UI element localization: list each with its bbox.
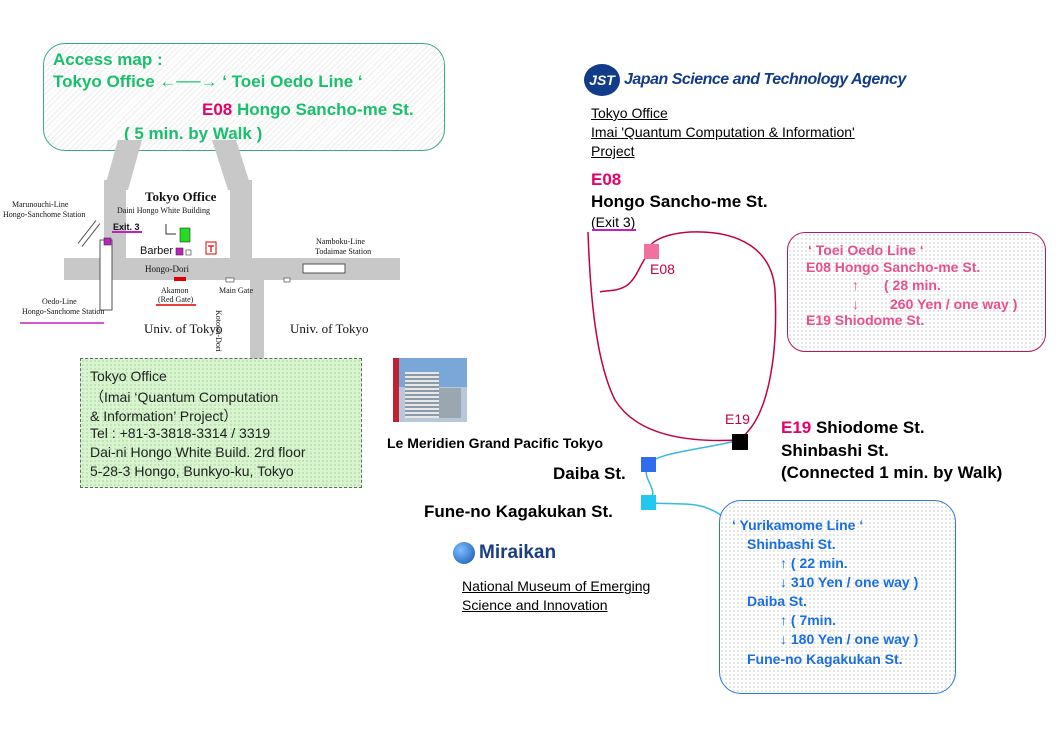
jst-office: Tokyo Office — [591, 105, 668, 121]
hotel-building — [405, 372, 439, 418]
jst-project-line1: Imai 'Quantum Computation & Information' — [591, 124, 855, 140]
office-line: & Information’ Project） — [90, 408, 238, 424]
yuri-info-title: ‘ Yurikamome Line ‘ — [732, 517, 864, 533]
map-marunouchi-line: Marunouchi-Line — [12, 200, 69, 209]
e19-station-marker — [732, 434, 748, 450]
access-map-callout: Access map : Tokyo Office ←──→ ‘ Toei Oe… — [43, 43, 445, 151]
hotel-name: Le Meridien Grand Pacific Tokyo — [387, 435, 604, 451]
miraikan-name-line1: National Museum of Emerging — [462, 578, 651, 594]
small-gate-marker — [283, 277, 291, 283]
e19-station: E19 Shiodome St. — [781, 418, 925, 438]
map-hongo-dori: Hongo-Dori — [145, 264, 189, 274]
yuri-info-seg2-time: ↑ ( 7min. — [780, 612, 837, 628]
yuri-info-station-1: Shinbashi St. — [747, 536, 836, 552]
miraikan-wordmark: Miraikan — [479, 542, 557, 563]
namboku-station-platform — [302, 263, 346, 274]
e19-code: E19 — [781, 418, 812, 437]
map-univ-tokyo-right: Univ. of Tokyo — [290, 321, 369, 336]
walk-time: ( 5 min. by Walk ) — [124, 124, 263, 143]
map-marunouchi-station: Hongo-Sanchome Station — [3, 210, 86, 219]
office-line: （Imai ‘Quantum Computation — [90, 389, 279, 405]
yuri-info-station-2: Daiba St. — [747, 593, 807, 609]
akamon-marker — [174, 277, 186, 281]
yurikamome-info-box: ‘ Yurikamome Line ‘ Shinbashi St. ↑ ( 22… — [719, 500, 956, 694]
oedo-info-up-arrow: ↑ — [852, 277, 859, 293]
oedo-line-info-box: ‘ Toei Oedo Line ‘ E08 Hongo Sancho-me S… — [787, 232, 1046, 352]
e08-code: E08 — [591, 170, 622, 189]
miraikan-logo: Miraikan — [453, 540, 583, 568]
daiba-station-marker — [641, 457, 656, 472]
oedo-info-fare: 260 Yen / one way ) — [890, 296, 1018, 312]
exit-3-marker — [103, 237, 112, 246]
road-north-east — [212, 140, 252, 190]
yurikamome-route — [645, 439, 741, 501]
miraikan-globe-icon — [453, 542, 475, 564]
oedo-info-to: E19 Shiodome St. — [806, 312, 925, 328]
yuri-info-seg1-fare: ↓ 310 Yen / one way ) — [780, 574, 919, 590]
road-kototoi — [250, 278, 264, 360]
map-oedo-line: Oedo-Line — [42, 297, 77, 306]
jst-logo-mark: JST — [584, 64, 620, 96]
local-street-map — [20, 140, 400, 360]
office-info-box: Tokyo Office （Imai ‘Quantum Computation … — [80, 358, 362, 488]
map-red-gate: (Red Gate) — [158, 295, 194, 304]
e19-map-marker-label: E19 — [725, 411, 750, 427]
access-station: E08 Hongo Sancho-me St. — [202, 100, 414, 120]
main-gate-marker — [225, 277, 235, 283]
hotel-photo-edge — [393, 358, 399, 422]
map-exit-3: Exit. 3 — [113, 222, 140, 232]
map-akamon: Akamon — [161, 286, 189, 295]
map-office-building: Daini Hongo White Building — [117, 206, 210, 215]
jst-project-line2: Project — [591, 143, 635, 159]
map-oedo-station: Hongo-Sanchome Station — [22, 307, 105, 316]
access-title: Access map : — [53, 50, 163, 69]
road-east — [230, 180, 252, 260]
station-name: Hongo Sancho-me St. — [232, 100, 414, 119]
yuri-info-seg1-time: ↑ ( 22 min. — [780, 555, 848, 571]
map-todaimae-station: Todaimae Station — [315, 247, 372, 256]
office-phone: Tel : +81-3-3818-3314 / 3319 — [90, 425, 271, 441]
e08-station-name: Hongo Sancho-me St. — [591, 192, 768, 211]
oedo-info-time: ( 28 min. — [884, 277, 941, 293]
map-main-gate: Main Gate — [219, 286, 253, 295]
yuri-info-station-3: Fune-no Kagakukan St. — [747, 651, 903, 667]
map-barber: Barber — [140, 245, 174, 257]
e08-map-marker-label: E08 — [650, 261, 675, 277]
small-building-marker — [185, 249, 192, 256]
oedo-info-down-arrow: ↓ — [852, 296, 859, 312]
fune-station-marker — [641, 495, 656, 510]
yurikamome-to-callout — [651, 502, 723, 517]
office-building-marker — [179, 227, 191, 243]
oedo-line-route — [587, 231, 777, 442]
access-route: Tokyo Office ←──→ ‘ Toei Oedo Line ‘ — [53, 72, 363, 91]
connected-walk: (Connected 1 min. by Walk) — [781, 463, 1003, 482]
office-line: Tokyo Office — [90, 368, 167, 384]
hotel-photo — [393, 358, 467, 422]
station-code-e08: E08 — [202, 100, 233, 119]
e08-station-marker — [644, 244, 659, 259]
oedo-info-from: E08 Hongo Sancho-me St. — [806, 259, 981, 275]
oedo-info-title: ‘ Toei Oedo Line ‘ — [808, 242, 924, 258]
road-north-west — [104, 140, 142, 190]
daiba-station: Daiba St. — [553, 464, 626, 483]
marunouchi-station-fill — [78, 220, 100, 247]
map-univ-tokyo-left: Univ. of Tokyo — [144, 321, 223, 336]
yuri-info-seg2-fare: ↓ 180 Yen / one way ) — [780, 631, 919, 647]
e19-station-name: Shiodome St. — [811, 418, 925, 437]
barber-marker — [175, 247, 184, 256]
e08-exit: (Exit 3) — [591, 214, 636, 230]
office-pointer-arrow — [165, 224, 176, 235]
map-office-title: Tokyo Office — [145, 189, 217, 204]
hotel-annex — [439, 388, 461, 418]
office-line: Dai-ni Hongo White Build. 2rd floor — [90, 444, 306, 460]
map-namboku-line: Namboku-Line — [316, 237, 365, 246]
fune-station: Fune-no Kagakukan St. — [424, 502, 613, 521]
jst-agency-name: Japan Science and Technology Agency — [624, 71, 906, 88]
miraikan-name-line2: Science and Innovation — [462, 597, 608, 613]
shinbashi-station: Shinbashi St. — [781, 441, 889, 460]
jst-logo: JST Japan Science and Technology Agency — [584, 62, 906, 98]
office-address: 5-28-3 Hongo, Bunkyo-ku, Tokyo — [90, 463, 294, 479]
